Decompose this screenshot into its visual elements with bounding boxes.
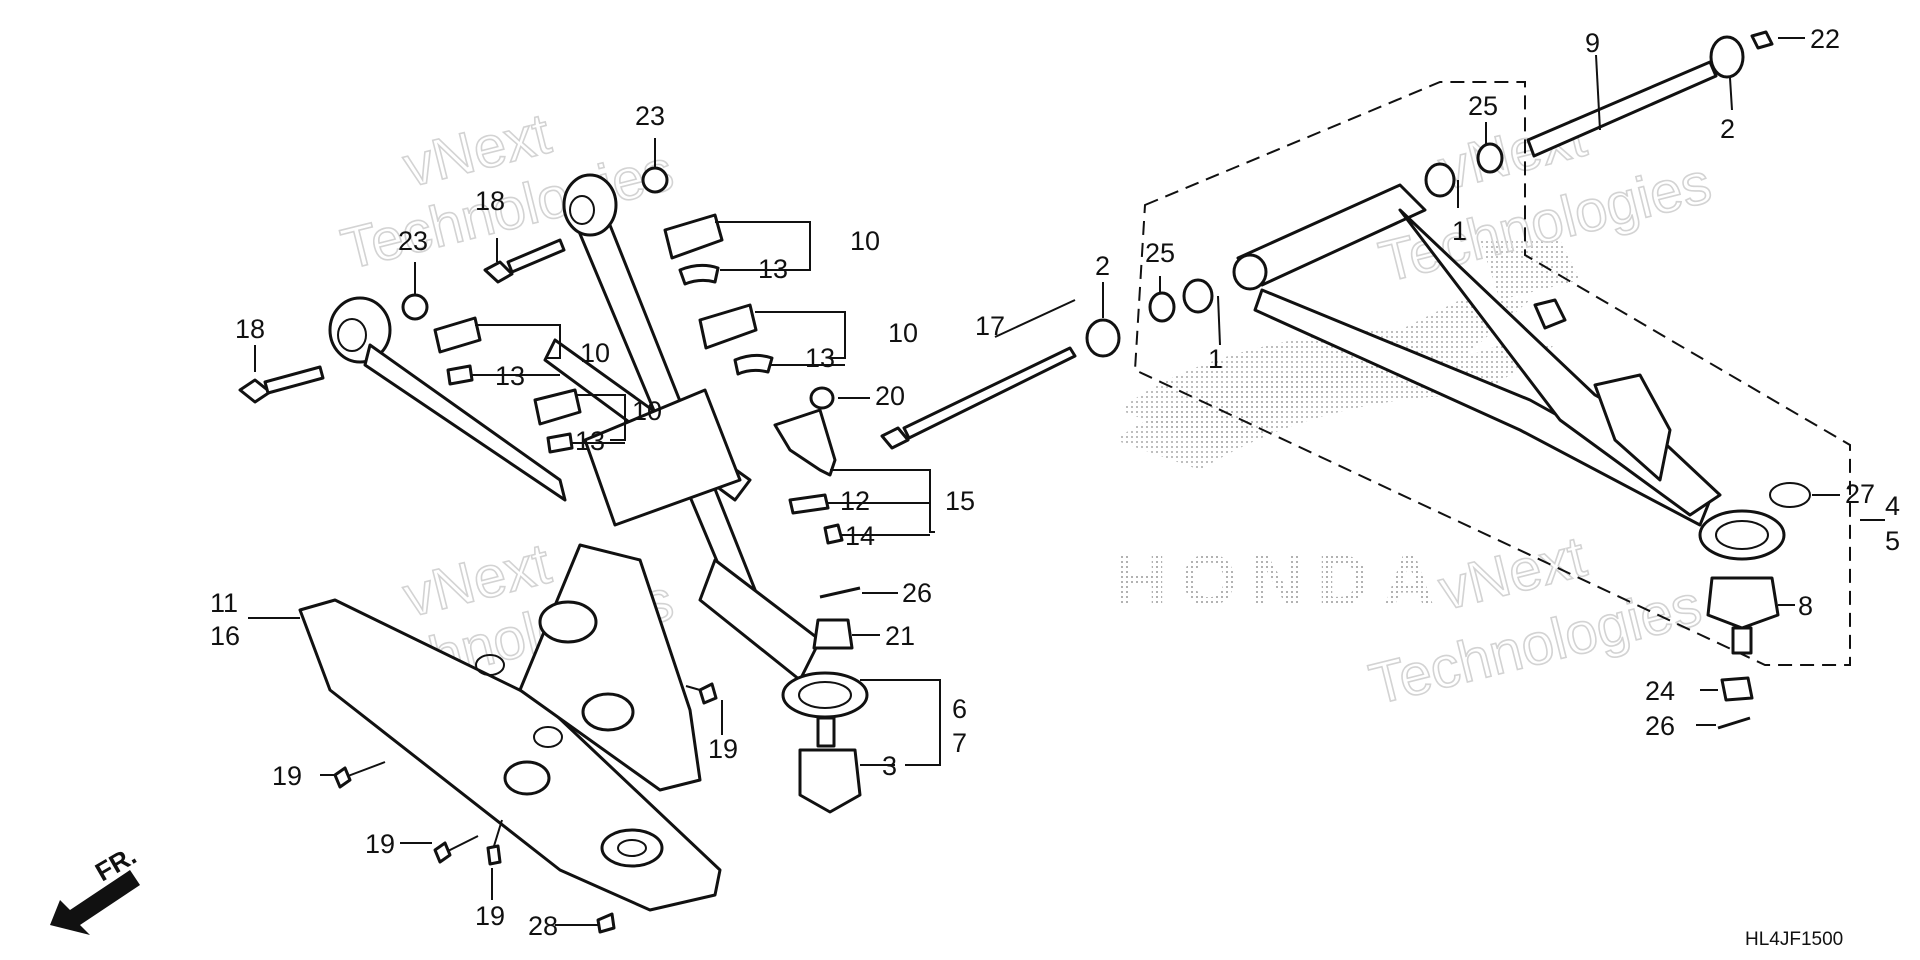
- honda-brand-text: HONDA: [1115, 541, 1449, 621]
- callout-17: 17: [975, 311, 1005, 341]
- nut-20: [809, 386, 835, 410]
- callout-13: 13: [495, 361, 525, 391]
- callout-19: 19: [365, 829, 395, 859]
- callout-20: 20: [875, 381, 905, 411]
- callout-9: 9: [1585, 28, 1600, 58]
- front-direction-arrow: FR.: [50, 840, 141, 935]
- callout-6: 6: [952, 694, 967, 724]
- callout-19: 19: [708, 734, 738, 764]
- nut-23-upper: [641, 166, 669, 194]
- callout-24: 24: [1645, 676, 1675, 706]
- callout-2: 2: [1095, 251, 1110, 281]
- callout-1: 1: [1208, 344, 1223, 374]
- callout-10: 10: [580, 338, 610, 368]
- callout-3: 3: [882, 751, 897, 781]
- bolt-28: [596, 912, 616, 934]
- washer-2-left: [1085, 318, 1121, 358]
- callout-2: 2: [1720, 114, 1735, 144]
- callout-7: 7: [952, 728, 967, 758]
- clip-27: [1769, 482, 1811, 508]
- callout-28: 28: [528, 911, 558, 941]
- callout-11: 11: [210, 588, 238, 618]
- callout-18: 18: [475, 186, 505, 216]
- callout-13: 13: [758, 254, 788, 284]
- callout-13: 13: [575, 426, 605, 456]
- nut-23-lower: [401, 293, 429, 321]
- watermark-left-top: vNext Technologies: [334, 100, 680, 283]
- collar-1-left: [1182, 278, 1214, 314]
- assembly-boundary: [1133, 81, 1851, 666]
- callout-10: 10: [888, 318, 918, 348]
- castle-nut-21: [812, 618, 854, 650]
- callout-12: 12: [840, 486, 870, 516]
- bushing-clamps: [433, 213, 774, 454]
- ball-joint-8: [1706, 576, 1780, 655]
- nut-22: [1750, 30, 1774, 50]
- callout-13: 13: [805, 343, 835, 373]
- callout-19: 19: [475, 901, 505, 931]
- drawing-code: HL4JF1500: [1745, 929, 1843, 950]
- callout-27: 27: [1845, 479, 1875, 509]
- callout-23: 23: [398, 226, 428, 256]
- callout-16: 16: [210, 621, 240, 651]
- callout-10: 10: [632, 396, 662, 426]
- leader-lines: [248, 37, 1885, 926]
- callout-5: 5: [1885, 526, 1900, 556]
- collar-1-right: [1424, 162, 1456, 198]
- cotter-pin-26-left: [819, 586, 861, 599]
- callout-21: 21: [885, 621, 915, 651]
- nut-24: [1720, 676, 1754, 702]
- callout-15: 15: [945, 486, 975, 516]
- bolt-18-upper: [483, 238, 566, 284]
- callout-4: 4: [1885, 491, 1900, 521]
- washer-2-right: [1709, 35, 1745, 79]
- callout-14: 14: [845, 521, 875, 551]
- callout-23: 23: [635, 101, 665, 131]
- seal-25-left: [1148, 291, 1176, 323]
- callout-26: 26: [1645, 711, 1675, 741]
- bolt-18-lower: [238, 365, 325, 404]
- callout-26: 26: [902, 578, 932, 608]
- lower-arm: [1232, 183, 1786, 561]
- shaft-9: [1526, 60, 1718, 158]
- callout-18: 18: [235, 314, 265, 344]
- callout-1: 1: [1452, 216, 1467, 246]
- callout-numbers: 18 18 23 23 10 13 10 13 10 13 10 13 20 1…: [210, 24, 1900, 941]
- callout-8: 8: [1798, 591, 1813, 621]
- callout-10: 10: [850, 226, 880, 256]
- callout-25: 25: [1145, 238, 1175, 268]
- ball-joint-3: [798, 716, 862, 814]
- seal-25-right: [1476, 142, 1504, 174]
- cotter-pin-26-right: [1717, 716, 1751, 730]
- callout-25: 25: [1468, 91, 1498, 121]
- callout-22: 22: [1810, 24, 1840, 54]
- callout-19: 19: [272, 761, 302, 791]
- upper-arm: [328, 173, 869, 719]
- guard-plate: [298, 543, 722, 912]
- bolt-17: [880, 346, 1077, 450]
- screws-19: [333, 682, 718, 866]
- bracket-15: [773, 408, 844, 545]
